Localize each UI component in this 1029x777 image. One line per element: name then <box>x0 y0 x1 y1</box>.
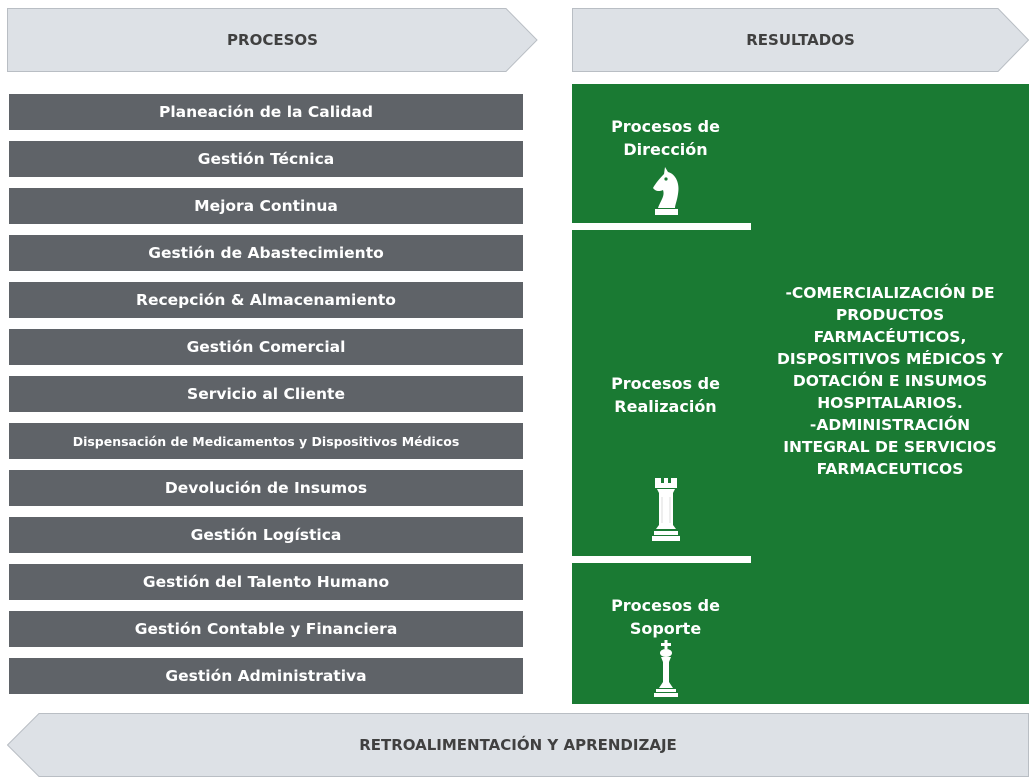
process-item: Mejora Continua <box>9 188 523 224</box>
process-item: Gestión Técnica <box>9 141 523 177</box>
category-realizacion: Procesos de Realización <box>572 230 759 556</box>
chess-rook-icon <box>650 477 682 547</box>
resultados-banner: RESULTADOS <box>572 8 1029 72</box>
results-box: -COMERCIALIZACIÓN DE PRODUCTOS FARMACÉUT… <box>751 84 1029 704</box>
category-label: Procesos de Soporte <box>611 596 720 638</box>
process-item: Devolución de Insumos <box>9 470 523 506</box>
resultados-title: RESULTADOS <box>746 31 855 49</box>
procesos-title: PROCESOS <box>227 31 318 49</box>
category-label: Procesos de Dirección <box>611 117 720 159</box>
chess-knight-icon <box>649 164 683 222</box>
process-item: Gestión Logística <box>9 517 523 553</box>
process-list: Planeación de la Calidad Gestión Técnica… <box>9 94 523 705</box>
process-item: Recepción & Almacenamiento <box>9 282 523 318</box>
process-item: Planeación de la Calidad <box>9 94 523 130</box>
process-item: Gestión Comercial <box>9 329 523 365</box>
right-arrow-shape <box>572 8 1029 72</box>
category-soporte: Procesos de Soporte <box>572 563 759 704</box>
process-item: Gestión Contable y Financiera <box>9 611 523 647</box>
process-item: Gestión del Talento Humano <box>9 564 523 600</box>
category-direccion: Procesos de Dirección <box>572 84 759 223</box>
right-arrow-shape <box>7 8 538 72</box>
chess-king-icon <box>652 640 680 702</box>
results-text: -COMERCIALIZACIÓN DE PRODUCTOS FARMACÉUT… <box>776 283 1004 478</box>
feedback-banner: RETROALIMENTACIÓN Y APRENDIZAJE <box>7 713 1029 777</box>
feedback-title: RETROALIMENTACIÓN Y APRENDIZAJE <box>359 736 677 754</box>
category-label: Procesos de Realización <box>611 374 720 416</box>
procesos-banner: PROCESOS <box>7 8 538 72</box>
process-item: Servicio al Cliente <box>9 376 523 412</box>
process-item: Gestión Administrativa <box>9 658 523 694</box>
process-item: Dispensación de Medicamentos y Dispositi… <box>9 423 523 459</box>
process-item: Gestión de Abastecimiento <box>9 235 523 271</box>
